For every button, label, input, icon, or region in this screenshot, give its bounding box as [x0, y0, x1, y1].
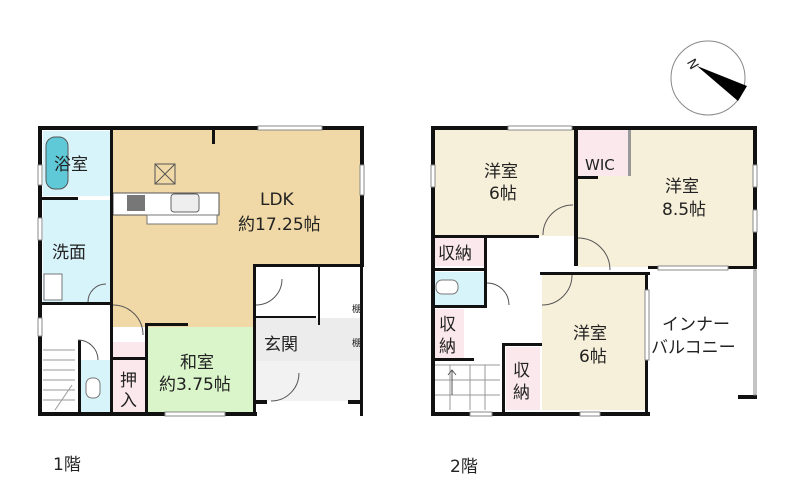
entrance-label: 玄関 [264, 335, 298, 355]
floor-2-doors [486, 204, 611, 306]
kitchen-bar [146, 214, 218, 225]
kitchen-sink-icon [170, 193, 200, 213]
entrance-room [256, 318, 360, 361]
floor-1-doors [77, 278, 300, 402]
floor-2-label: 2階 [450, 457, 478, 477]
washitsu-room [147, 327, 253, 412]
western2-label: 洋室 [665, 177, 699, 197]
bath-label: 浴室 [54, 155, 88, 175]
storage1-label: 収納 [438, 244, 472, 264]
entrance-porch [256, 361, 360, 401]
oshiire-label-2: 入 [120, 391, 137, 411]
storage-room-1 [434, 238, 484, 266]
storage-room-2 [434, 309, 464, 358]
stairs-2f [434, 364, 500, 410]
western1-label: 洋室 [484, 162, 518, 182]
storage2-label-a: 収 [439, 315, 456, 335]
storage-small-1f [113, 342, 145, 355]
bathtub-icon [45, 136, 69, 190]
storage2-label-b: 納 [439, 337, 456, 357]
washroom-label: 洗面 [52, 243, 86, 263]
stove-icon [127, 195, 145, 211]
floor-1-windows [37, 125, 365, 417]
balcony-label-1: インナー [662, 315, 730, 335]
washitsu-size: 約3.75帖 [159, 375, 231, 395]
ldk-label: LDK [260, 190, 295, 210]
washitsu-label: 和室 [180, 353, 214, 373]
western2-size: 8.5帖 [662, 200, 706, 220]
compass: N [670, 40, 747, 116]
floor-2-windows [430, 125, 758, 417]
stairs-1f [43, 349, 75, 411]
range-hood-icon [154, 163, 176, 185]
storage3-label-a: 収 [513, 361, 530, 381]
western3-size: 6帖 [579, 347, 607, 367]
toilet-icon-2f [435, 279, 459, 295]
balcony-label-2: バルコニー [651, 338, 736, 358]
wic-room [578, 130, 628, 176]
western3-label: 洋室 [573, 324, 607, 344]
shelf-label-1: 棚 [352, 303, 361, 315]
oshiire-room [113, 355, 145, 412]
storage3-label-b: 納 [513, 383, 530, 403]
north-arrow-icon [697, 66, 747, 101]
ldk-room-lower [113, 265, 253, 327]
oshiire-label-1: 押 [120, 371, 137, 391]
shelf-label-2: 棚 [352, 337, 361, 349]
sink-icon [43, 273, 63, 301]
compass-circle [670, 40, 746, 116]
wic-label: WIC [585, 156, 615, 174]
toilet-icon [85, 377, 101, 399]
floor-1-walls [38, 126, 364, 416]
western-room-6-b [542, 275, 645, 410]
floor-2-plan: 洋室 6帖 WIC 洋室 8.5帖 収納 収 納 収 納 洋室 6帖 インナー … [430, 125, 758, 417]
western1-size: 6帖 [489, 184, 517, 204]
ldk-size: 約17.25帖 [238, 215, 321, 235]
floor-1-plan: 浴室 洗面 LDK 約17.25帖 和室 約3.75帖 押 入 玄関 棚 棚 [37, 125, 365, 417]
storage-room-3 [506, 347, 540, 410]
floor-1-label: 1階 [53, 455, 81, 475]
western-room-6-a [434, 130, 574, 236]
